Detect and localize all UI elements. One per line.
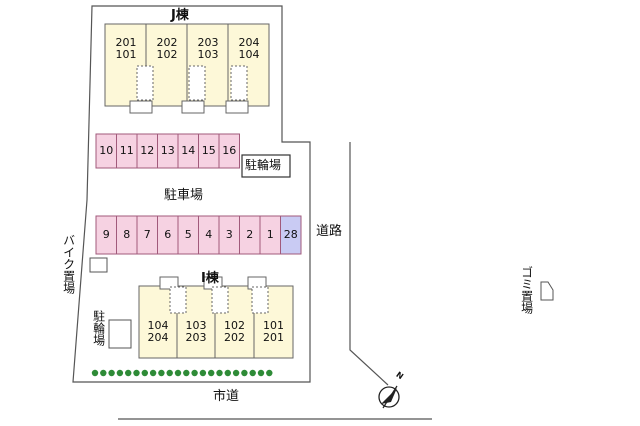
unit-number-upper: 104: [147, 319, 169, 332]
building-i-unit-3: 102 202: [216, 320, 253, 344]
building-i-title: I棟: [201, 271, 219, 286]
hedge-shrub: [166, 369, 173, 377]
building-j-title: J棟: [171, 8, 189, 23]
building-i-unit-1: 104 204: [140, 320, 176, 344]
parking-top-row: [95, 133, 240, 169]
top-slot-number: 13: [160, 144, 175, 157]
bicycle-parking-left-box: [108, 319, 132, 349]
garbage-label: ゴミ置場: [519, 266, 534, 314]
bike-parking-label: バイク置場: [61, 234, 76, 294]
hedge-shrub: [241, 369, 248, 377]
hedge-shrub: [199, 369, 207, 377]
unit-number-lower: 204: [147, 331, 169, 344]
bottom-slot-28: [280, 215, 302, 255]
hedge-shrub: [100, 369, 107, 377]
building-i-unit-2: 103 203: [178, 320, 214, 344]
unit-number-lower: 203: [185, 331, 207, 344]
hedge-row: [91, 369, 273, 377]
hedge-shrub: [108, 369, 115, 377]
unit-number-upper: 201: [115, 36, 137, 49]
unit-number-upper: 103: [185, 319, 207, 332]
hedge-shrub: [232, 369, 240, 377]
top-slot-16: [218, 133, 240, 169]
north-compass-icon: [378, 385, 400, 409]
bottom-slot-number: 6: [164, 228, 172, 241]
parking-lot-label: 駐車場: [164, 188, 204, 203]
hedge-shrub: [266, 369, 273, 377]
hedge-shrub: [224, 369, 231, 377]
bicycle-parking-left-label: 駐輪場: [91, 310, 106, 346]
unit-number-upper: 204: [238, 36, 260, 49]
building-j-unit-3: 203 103: [190, 37, 226, 61]
hedge-shrub: [191, 369, 198, 377]
hedge-shrub: [174, 369, 182, 377]
bicycle-parking-top-box: [241, 154, 291, 178]
hedge-shrub: [208, 369, 215, 377]
unit-number-upper: 101: [263, 319, 284, 332]
unit-number-upper: 203: [197, 36, 219, 49]
building-j-notches: [129, 100, 249, 114]
parking-bottom-row: [95, 215, 302, 255]
top-slot-number: 12: [140, 144, 155, 157]
hedge-shrub: [158, 369, 165, 377]
hedge-shrub: [116, 369, 124, 377]
bike-parking-box: [89, 257, 108, 273]
hedge-shrub: [149, 369, 157, 377]
hedge-shrub: [133, 369, 140, 377]
unit-number-lower: 201: [263, 331, 284, 344]
top-slot-number: 11: [119, 144, 134, 157]
bottom-slot-number: 9: [102, 228, 110, 241]
bottom-slot-number: 1: [266, 228, 274, 241]
unit-number-lower: 101: [115, 48, 137, 61]
unit-number-lower: 104: [238, 48, 260, 61]
top-slot-number: 16: [222, 144, 237, 157]
bottom-slot-number: 2: [246, 228, 254, 241]
building-i-unit-4: 101 201: [255, 320, 292, 344]
bottom-slot-number: 28: [283, 228, 298, 241]
unit-number-upper: 202: [156, 36, 178, 49]
bicycle-parking-top-label: 駐輪場: [245, 158, 282, 172]
road-label: 道路: [316, 224, 343, 239]
unit-number-lower: 102: [156, 48, 178, 61]
top-slot-number: 15: [201, 144, 216, 157]
hedge-shrub: [257, 369, 265, 377]
bottom-slot-number: 8: [123, 228, 131, 241]
garbage-box: [540, 281, 554, 301]
hedge-shrub: [141, 369, 148, 377]
road-edge-line: [349, 142, 389, 386]
bottom-slot-number: 4: [205, 228, 213, 241]
top-slot-number: 14: [181, 144, 196, 157]
bottom-slot-number: 3: [225, 228, 233, 241]
building-j-stairs: [136, 65, 248, 101]
building-j-unit-4: 204 104: [231, 37, 267, 61]
unit-number-upper: 102: [224, 319, 245, 332]
hedge-shrub: [91, 369, 99, 377]
hedge-shrub: [125, 369, 132, 377]
bottom-slot-number: 5: [184, 228, 192, 241]
building-j-unit-2: 202 102: [149, 37, 185, 61]
building-i-stairs: [169, 286, 269, 314]
top-slot-number: 10: [99, 144, 114, 157]
unit-number-lower: 202: [224, 331, 245, 344]
building-j-unit-1: 201 101: [108, 37, 144, 61]
bottom-slot-number: 7: [143, 228, 151, 241]
city-road-label: 市道: [213, 389, 240, 404]
hedge-shrub: [249, 369, 256, 377]
hedge-shrub: [183, 369, 190, 377]
unit-number-lower: 103: [197, 48, 219, 61]
building-i-notches: [159, 276, 267, 290]
hedge-shrub: [216, 369, 223, 377]
